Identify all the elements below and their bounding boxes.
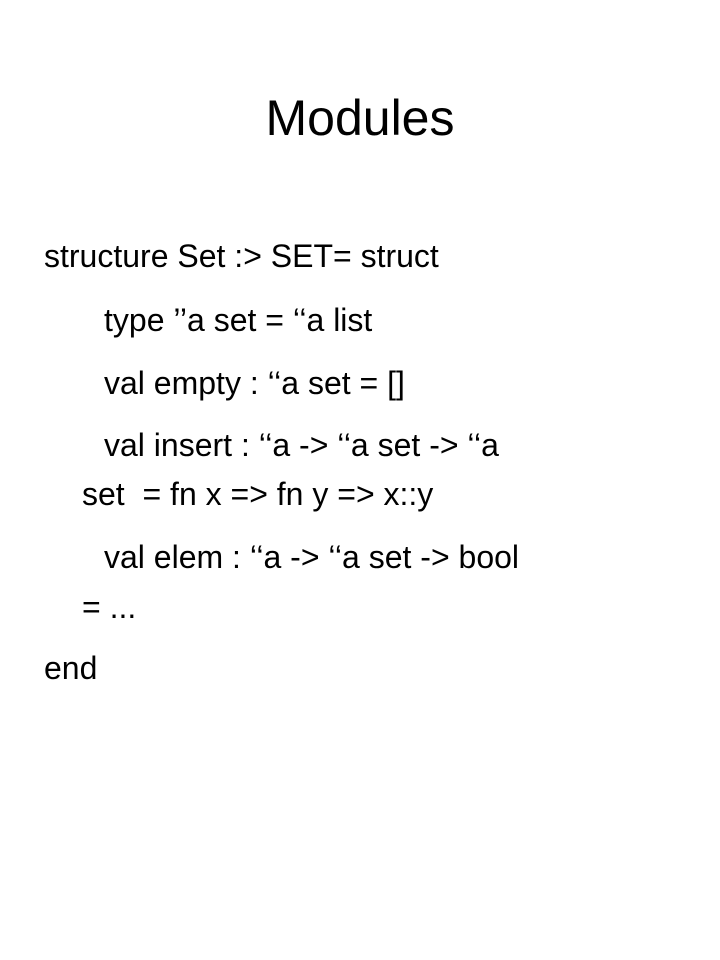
code-line-empty: val empty : ‘‘a set = []: [104, 365, 405, 401]
code-line-insert-continued: set = fn x => fn y => x::y: [82, 476, 434, 512]
slide-title: Modules: [265, 90, 455, 146]
code-line-insert: val insert : ‘‘a -> ‘‘a set -> ‘‘a: [104, 427, 499, 463]
code-line-structure: structure Set :> SET= struct: [44, 238, 439, 274]
code-line-elem: val elem : ‘‘a -> ‘‘a set -> bool: [104, 539, 520, 575]
code-line-end: end: [44, 650, 98, 686]
code-line-type: type ’’a set = ‘‘a list: [104, 302, 373, 338]
code-line-elem-continued: = ...: [82, 589, 137, 625]
